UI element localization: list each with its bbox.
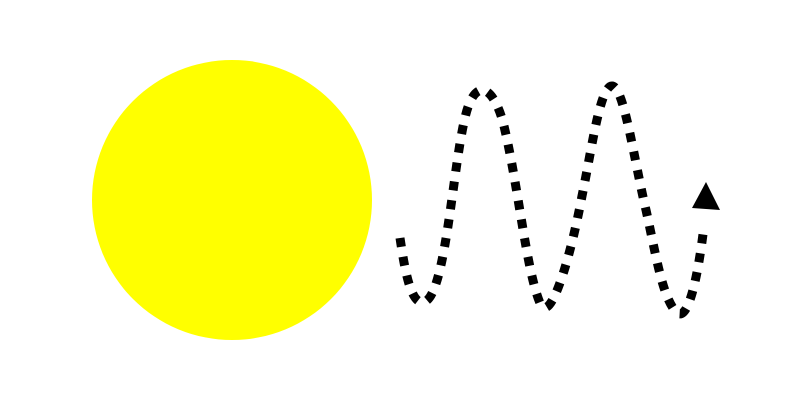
dotted-wave-line — [395, 81, 709, 319]
arrowhead-icon — [692, 182, 720, 210]
sun-icon — [92, 60, 372, 340]
